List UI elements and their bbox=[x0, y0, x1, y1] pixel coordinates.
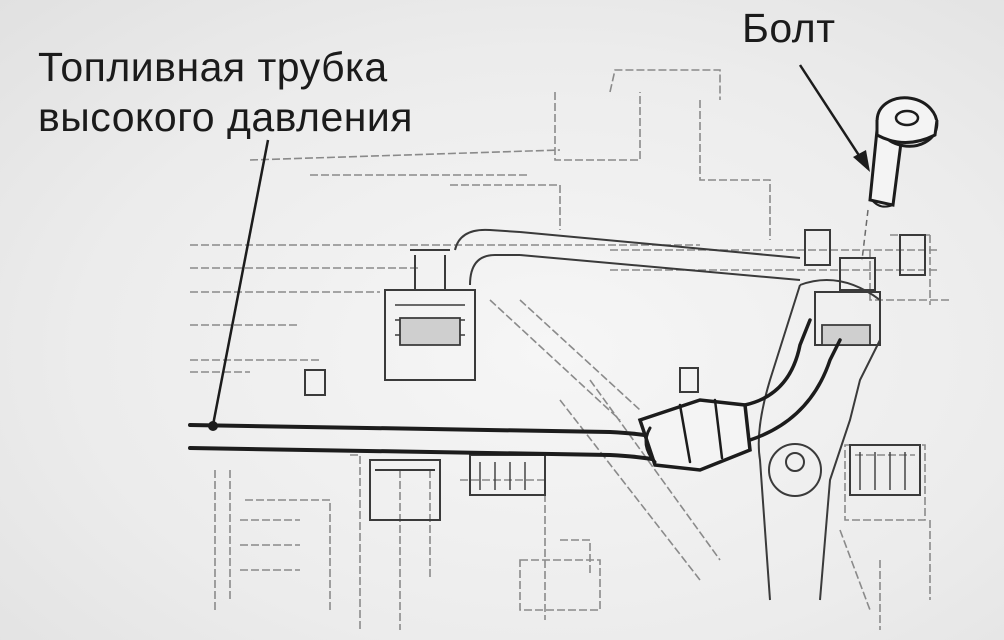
bolt-label: Болт bbox=[742, 5, 836, 51]
high-pressure-fuel-pipe bbox=[188, 318, 842, 472]
fuel-pipe-label-line2: высокого давления bbox=[38, 94, 413, 140]
fuel-pipe-label-line1: Топливная трубка bbox=[38, 44, 388, 90]
engine-structure bbox=[304, 228, 926, 601]
fuel-pipe-label: Топливная трубка высокого давления bbox=[38, 42, 413, 142]
leader-lines bbox=[211, 64, 864, 426]
bolt-arrow-head bbox=[853, 150, 870, 172]
bolt-drawing bbox=[861, 96, 939, 261]
pipe-leader-dot bbox=[208, 421, 218, 431]
